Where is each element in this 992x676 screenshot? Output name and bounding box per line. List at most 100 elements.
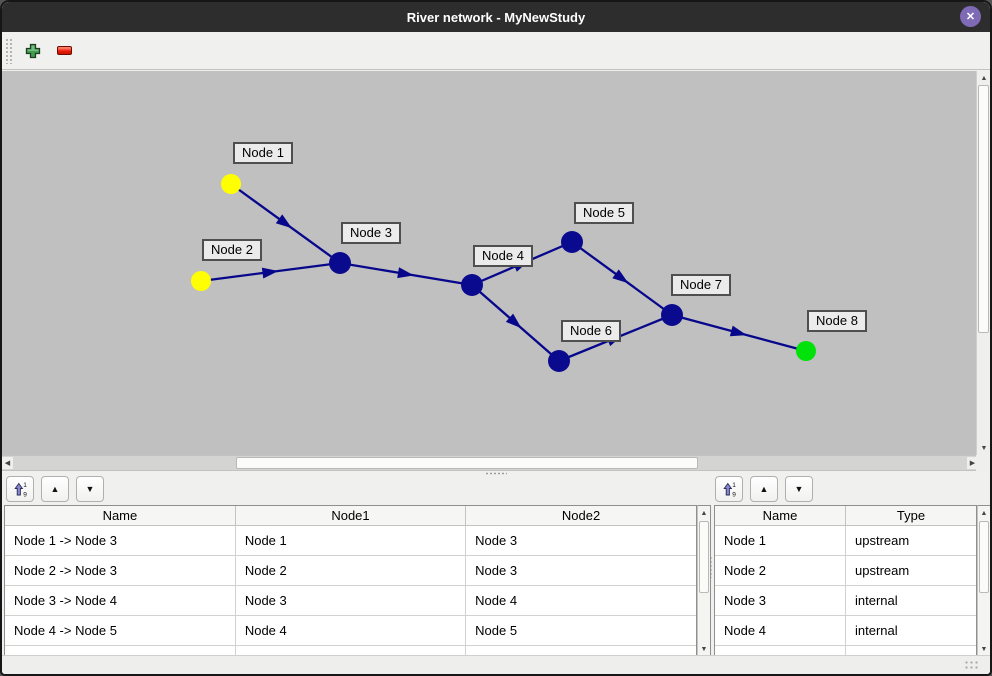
node-label[interactable]: Node 7 [671, 274, 731, 296]
column-header[interactable]: Name [5, 506, 236, 526]
move-down-button[interactable]: ▼ [76, 476, 104, 502]
node-circle[interactable] [548, 350, 570, 372]
nodes-table-scrollbar[interactable]: ▲ ▼ [977, 505, 990, 657]
table-cell[interactable]: Node 3 [715, 584, 846, 616]
node-circle[interactable] [561, 231, 583, 253]
edge-arrow-icon [505, 313, 522, 329]
titlebar[interactable]: River network - MyNewStudy ✕ [2, 2, 990, 32]
table-cell[interactable]: Node 5 [465, 614, 696, 646]
node-circle[interactable] [461, 274, 483, 296]
edge-arrow-icon [261, 267, 279, 279]
add-button[interactable] [22, 40, 44, 62]
node-label[interactable]: Node 1 [233, 142, 293, 164]
table-cell[interactable]: internal [845, 584, 976, 616]
canvas-vertical-scrollbar[interactable]: ▲ ▼ [976, 71, 990, 455]
nodes-panel-toolbar: 1 9 ▲ ▼ [715, 476, 813, 503]
move-down-button[interactable]: ▼ [785, 476, 813, 502]
table-cell[interactable]: Node 3 [465, 554, 696, 586]
scroll-up-arrow[interactable]: ▲ [978, 72, 990, 84]
column-header[interactable]: Node2 [465, 506, 696, 526]
table-cell[interactable]: internal [845, 614, 976, 646]
scroll-left-arrow[interactable]: ◀ [2, 457, 13, 469]
table-cell[interactable]: Node 3 -> Node 4 [5, 584, 236, 616]
node-label[interactable]: Node 2 [202, 239, 262, 261]
up-arrow-icon: ▲ [759, 484, 769, 494]
scroll-up-arrow[interactable]: ▲ [698, 507, 710, 519]
table-cell[interactable] [845, 644, 976, 656]
table-cell[interactable]: Node 4 [715, 614, 846, 646]
network-canvas[interactable]: Node 1 Node 2 Node 3 Node 4 Node 5 Node 6 Node… [2, 71, 980, 455]
node-circle[interactable] [221, 174, 241, 194]
close-button[interactable]: ✕ [960, 6, 981, 27]
table-cell[interactable]: Node 3 [234, 584, 467, 616]
sort-button[interactable]: 1 9 [715, 476, 743, 502]
node-circle[interactable] [661, 304, 683, 326]
scroll-thumb[interactable] [979, 521, 989, 593]
svg-text:9: 9 [23, 491, 27, 497]
down-arrow-icon: ▼ [85, 484, 95, 494]
column-header[interactable]: Name [715, 506, 846, 526]
sort-button[interactable]: 1 9 [6, 476, 34, 502]
scroll-down-arrow[interactable]: ▼ [698, 643, 710, 655]
node-label[interactable]: Node 8 [807, 310, 867, 332]
table-cell[interactable]: Node 3 [465, 524, 696, 556]
table-cell[interactable]: Node 4 [465, 584, 696, 616]
table-cell[interactable]: Node 1 [234, 524, 467, 556]
node-label[interactable]: Node 4 [473, 245, 533, 267]
table-cell[interactable]: Node 1 -> Node 3 [5, 524, 236, 556]
toolbar-drag-handle[interactable] [5, 37, 12, 64]
table-cell[interactable]: Node 4 [234, 614, 467, 646]
table-cell[interactable]: upstream [845, 554, 976, 586]
node-circle[interactable] [796, 341, 816, 361]
node-label[interactable]: Node 6 [561, 320, 621, 342]
table-cell[interactable]: Node 1 [715, 524, 846, 556]
links-table-scrollbar[interactable]: ▲ ▼ [697, 505, 711, 657]
scroll-up-arrow[interactable]: ▲ [978, 507, 990, 519]
resize-grip[interactable] [964, 660, 978, 671]
links-panel-toolbar: 1 9 ▲ ▼ [6, 476, 104, 503]
table-cell[interactable]: Node 2 -> Node 3 [5, 554, 236, 586]
node-label[interactable]: Node 3 [341, 222, 401, 244]
svg-text:1: 1 [732, 482, 736, 489]
table-cell[interactable]: Node 2 [234, 554, 467, 586]
node-label[interactable]: Node 5 [574, 202, 634, 224]
table-row[interactable] [715, 644, 976, 656]
scroll-down-arrow[interactable]: ▼ [978, 442, 990, 454]
move-up-button[interactable]: ▲ [41, 476, 69, 502]
status-bar [2, 655, 990, 674]
scroll-thumb[interactable] [236, 457, 698, 469]
horizontal-splitter[interactable] [2, 471, 990, 476]
edge-arrow-icon [397, 267, 414, 279]
scroll-right-arrow[interactable]: ▶ [967, 457, 978, 469]
sort-ascending-icon: 1 9 [13, 482, 27, 498]
table-row[interactable] [5, 644, 696, 656]
window-title: River network - MyNewStudy [406, 9, 586, 25]
column-header[interactable]: Type [845, 506, 976, 526]
table-cell[interactable] [465, 644, 696, 656]
canvas-horizontal-scrollbar[interactable]: ◀ ▶ [2, 455, 980, 471]
splitter-grip-icon [485, 472, 507, 475]
table-cell[interactable]: upstream [845, 524, 976, 556]
move-up-button[interactable]: ▲ [750, 476, 778, 502]
scroll-thumb[interactable] [699, 521, 709, 593]
sort-ascending-icon: 1 9 [722, 482, 736, 498]
table-cell[interactable]: Node 2 [715, 554, 846, 586]
table-cell[interactable] [5, 644, 236, 656]
column-header[interactable]: Node1 [234, 506, 467, 526]
table-cell[interactable]: Node 4 -> Node 5 [5, 614, 236, 646]
node-circle[interactable] [191, 271, 211, 291]
node-circle[interactable] [329, 252, 351, 274]
scroll-thumb[interactable] [978, 85, 989, 333]
main-toolbar [2, 32, 990, 70]
scroll-down-arrow[interactable]: ▼ [978, 643, 990, 655]
remove-button[interactable] [54, 43, 75, 58]
